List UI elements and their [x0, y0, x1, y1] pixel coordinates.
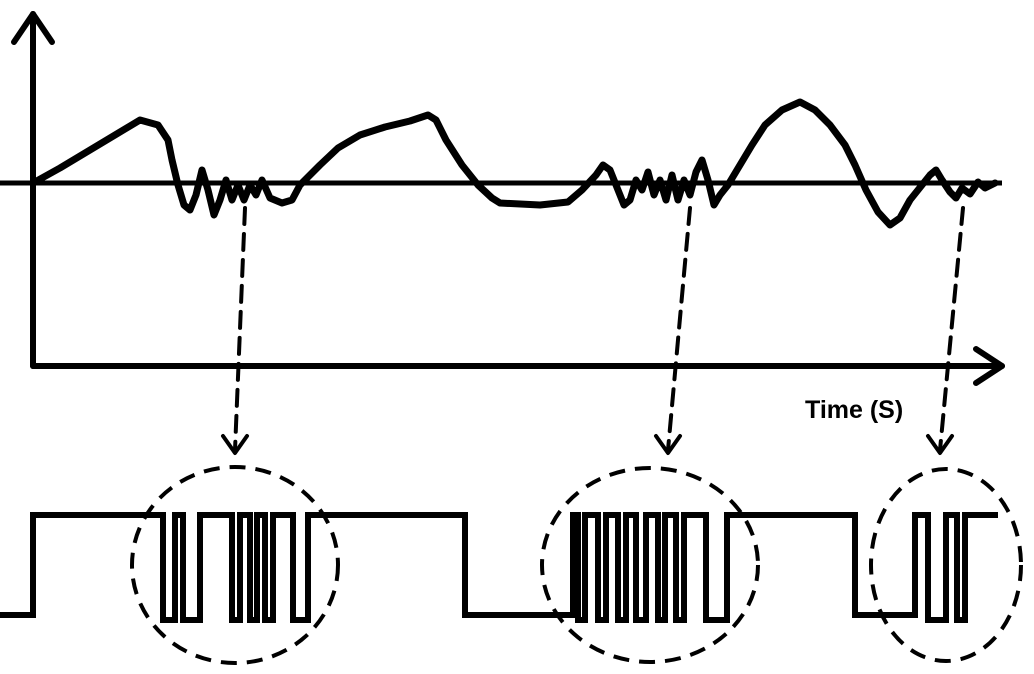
- x-axis-label: Time (S): [805, 396, 903, 424]
- analog-waveform: [29, 98, 999, 229]
- highlight-circles: [130, 465, 1023, 665]
- projection-arrowhead-3: [926, 434, 954, 455]
- projection-arrows: [221, 206, 965, 455]
- y-axis-arrowhead: [11, 11, 55, 45]
- x-axis-arrowhead: [973, 346, 1005, 386]
- projection-arrowhead-2: [654, 434, 682, 455]
- highlight-circle-2: [540, 466, 760, 664]
- highlight-circle-1: [130, 465, 340, 665]
- projection-line-1: [233, 206, 247, 452]
- highlight-circle-3: [869, 467, 1023, 663]
- axes: [11, 11, 1005, 386]
- digital-waveform: [0, 512, 998, 623]
- projection-arrowhead-1: [221, 434, 249, 455]
- projection-line-2: [666, 206, 692, 452]
- projection-line-3: [938, 206, 965, 452]
